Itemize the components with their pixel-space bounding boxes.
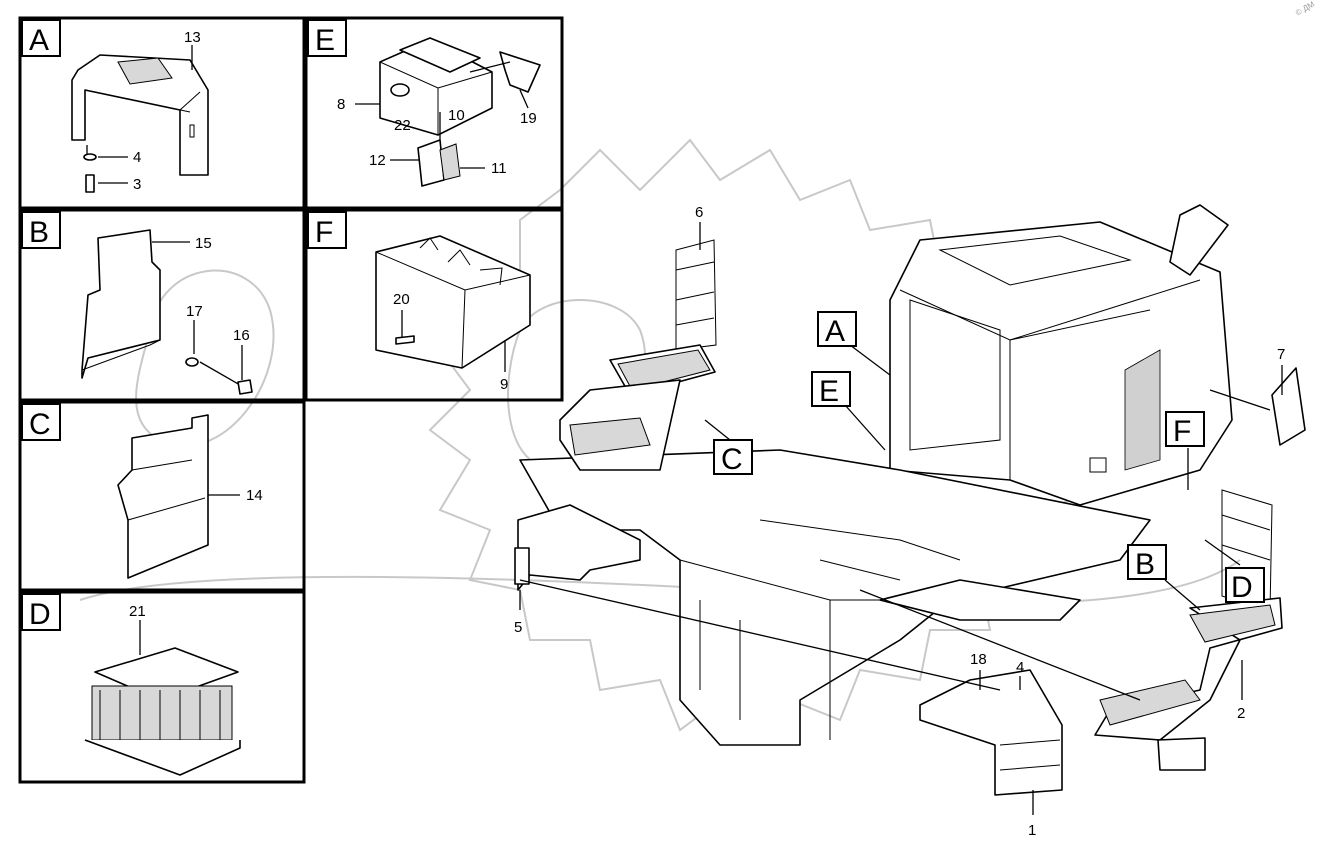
cover-7-part <box>1271 367 1306 446</box>
panel-b-callout-16: 16 <box>233 327 250 344</box>
main-callout-4: 4 <box>1016 659 1024 676</box>
panel-f-letter: F <box>315 216 333 249</box>
main-callouts: 6 7 5 18 4 2 1 <box>514 204 1285 839</box>
main-tag-c: C <box>721 443 743 476</box>
main-callout-5: 5 <box>514 619 522 636</box>
panel-b-callout-17: 17 <box>186 303 203 320</box>
panel-a: A 13 4 3 <box>21 19 209 193</box>
panel-e-letter: E <box>315 24 335 57</box>
panel-b-callout-15: 15 <box>195 235 212 252</box>
panel-e: E 8 22 10 19 12 11 <box>307 19 541 187</box>
panel-b: B 15 17 16 <box>21 211 253 395</box>
panel-a-callout-13: 13 <box>184 29 201 46</box>
main-tag-e: E <box>819 375 839 408</box>
cab-part <box>889 204 1233 506</box>
panel-c-letter: C <box>29 408 51 441</box>
panel-a-callout-4: 4 <box>133 149 141 166</box>
panel-a-callout-3: 3 <box>133 176 141 193</box>
panel-e-callout-8: 8 <box>337 96 345 113</box>
panel-b-letter: B <box>29 216 49 249</box>
step-2-part <box>1094 489 1283 771</box>
bracket-5-part <box>514 504 641 591</box>
step-1-part <box>919 669 1063 796</box>
panel-e-callout-22: 22 <box>394 117 411 134</box>
main-callout-2: 2 <box>1237 705 1245 722</box>
corner-mark: © ДМ <box>1294 0 1316 17</box>
main-assembly <box>514 204 1306 815</box>
main-callout-7: 7 <box>1277 346 1285 363</box>
panel-a-letter: A <box>29 24 49 57</box>
main-tags: A E C F B D <box>713 311 1265 604</box>
main-tag-f: F <box>1173 415 1191 448</box>
panel-d-letter: D <box>29 598 51 631</box>
panel-c: C 14 <box>21 403 263 579</box>
main-callout-6: 6 <box>695 204 703 221</box>
frame-part <box>519 449 1151 746</box>
panel-d-callout-21: 21 <box>129 603 146 620</box>
panel-e-callout-10: 10 <box>448 107 465 124</box>
cab-bracket-part <box>71 54 209 176</box>
main-callout-18: 18 <box>970 651 987 668</box>
panel-grid <box>18 16 564 784</box>
panel-d: D 21 <box>21 593 241 776</box>
main-tag-d: D <box>1231 571 1253 604</box>
panel-c-callout-14: 14 <box>246 487 263 504</box>
panel-e-callout-12: 12 <box>369 152 386 169</box>
main-tag-b: B <box>1135 548 1155 581</box>
main-tag-a: A <box>825 315 845 348</box>
ladder-step-6-part <box>559 239 717 471</box>
panel-e-callout-19: 19 <box>520 110 537 127</box>
panel-e-callout-11: 11 <box>491 160 507 177</box>
panel-f-callout-9: 9 <box>500 376 508 393</box>
panel-f: F 20 9 <box>307 211 531 393</box>
panel-f-callout-20: 20 <box>393 291 410 308</box>
main-callout-1: 1 <box>1028 822 1036 839</box>
